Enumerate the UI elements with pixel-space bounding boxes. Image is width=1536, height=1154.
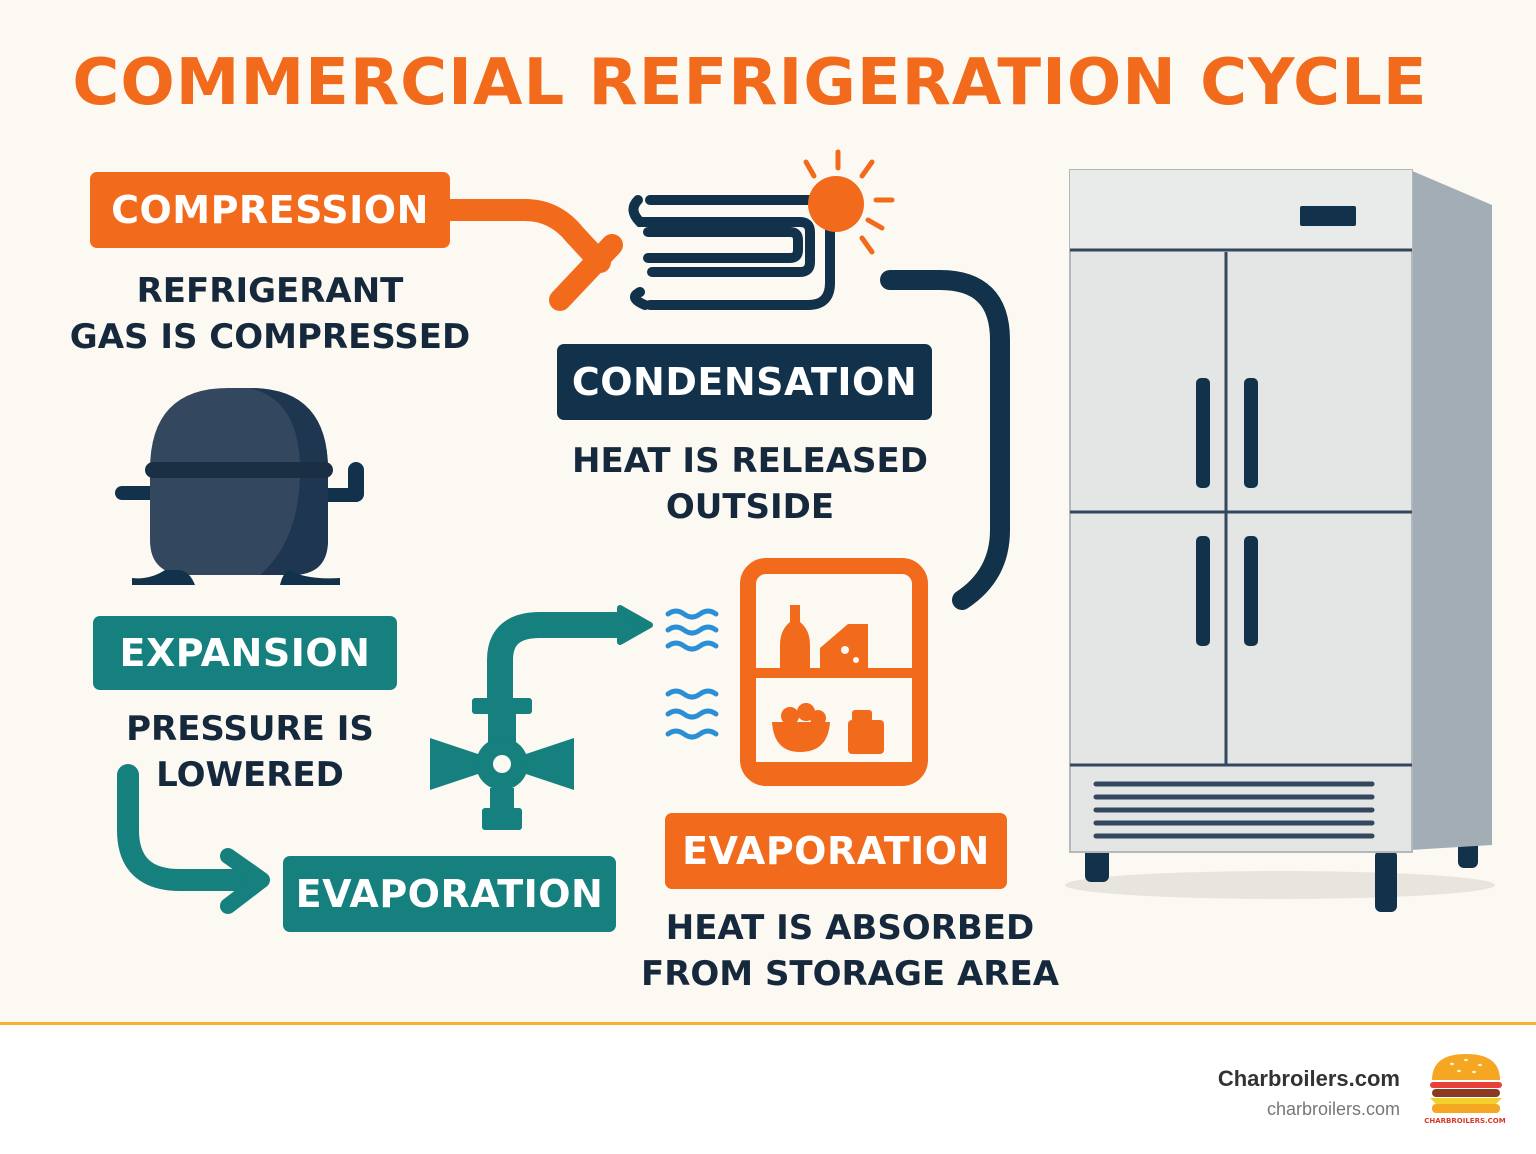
condensation-description: HEAT IS RELEASED OUTSIDE — [540, 438, 960, 530]
logo-caption: CHARBROILERS.COM — [1424, 1117, 1506, 1125]
storage-area-icon — [740, 558, 928, 786]
expansion-flow-arrow-icon — [117, 764, 270, 914]
expansion-label: EXPANSION — [93, 616, 397, 690]
compression-label: COMPRESSION — [90, 172, 450, 248]
footer — [0, 1025, 1536, 1154]
expansion-desc-line-2: LOWERED — [156, 755, 344, 795]
sun-icon — [803, 149, 895, 255]
commercial-refrigerator-icon — [1065, 169, 1495, 912]
evaporation-desc-line-1: HEAT IS ABSORBED — [665, 908, 1035, 948]
brand-url-link[interactable]: charbroilers.com — [1266, 1099, 1400, 1119]
compression-desc-line-1: REFRIGERANT — [136, 271, 404, 311]
compression-arrow-icon — [439, 199, 623, 311]
condenser-coil-icon — [628, 195, 835, 310]
evaporation-label-right: EVAPORATION — [665, 813, 1007, 889]
cold-air-waves-icon — [665, 608, 719, 740]
footer-divider — [0, 1022, 1536, 1025]
compression-desc-line-2: GAS IS COMPRESSED — [69, 317, 471, 357]
evaporation-description: HEAT IS ABSORBED FROM STORAGE AREA — [630, 905, 1070, 997]
brand-name: Charbroilers.com — [1217, 1066, 1400, 1091]
expansion-description: PRESSURE IS LOWERED — [50, 706, 450, 798]
condensation-desc-line-1: HEAT IS RELEASED — [572, 441, 928, 481]
page-title: COMMERCIAL REFRIGERATION CYCLE — [72, 46, 1428, 120]
expansion-desc-line-1: PRESSURE IS — [126, 709, 374, 749]
compression-description: REFRIGERANT GAS IS COMPRESSED — [60, 268, 480, 360]
condensation-desc-line-2: OUTSIDE — [665, 487, 835, 527]
evaporation-label-left: EVAPORATION — [283, 856, 616, 932]
compressor-icon — [115, 388, 364, 585]
burger-logo-icon — [1430, 1054, 1502, 1113]
condensation-flow-arrow-icon — [880, 270, 1010, 610]
condensation-label: CONDENSATION — [557, 344, 932, 420]
evaporation-desc-line-2: FROM STORAGE AREA — [640, 954, 1060, 994]
expansion-valve-icon — [430, 605, 653, 830]
